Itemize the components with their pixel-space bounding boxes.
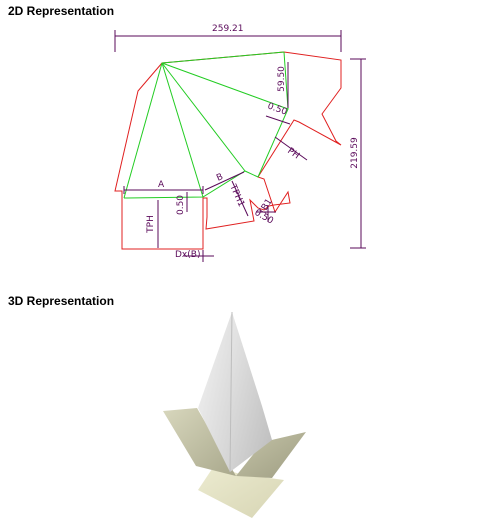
label-tph: TPH <box>146 215 156 234</box>
label-dxb: Dx(B) <box>175 250 200 260</box>
pattern-outline <box>114 51 342 250</box>
gap-left-dim: 0.50 <box>176 195 186 215</box>
dimension-lines <box>114 30 366 262</box>
overall-width-dim: 259.21 <box>212 24 244 34</box>
top-flange-dim: 59.50 <box>277 66 287 92</box>
base-flap <box>198 466 284 518</box>
label-b: B <box>215 172 225 184</box>
pyramid-left-face <box>198 312 232 472</box>
fold-lines <box>123 51 289 199</box>
flat-pattern-drawing: 259.21 219.59 59.50 0.50 0.50 0.50 A B T… <box>114 24 366 262</box>
left-flap <box>163 408 236 476</box>
pyramid-right-face <box>230 312 272 472</box>
right-flap <box>236 432 306 478</box>
heading-3d: 3D Representation <box>8 294 115 308</box>
label-a: A <box>158 180 165 190</box>
overall-height-dim: 219.59 <box>350 137 360 169</box>
heading-2d: 2D Representation <box>8 4 115 18</box>
